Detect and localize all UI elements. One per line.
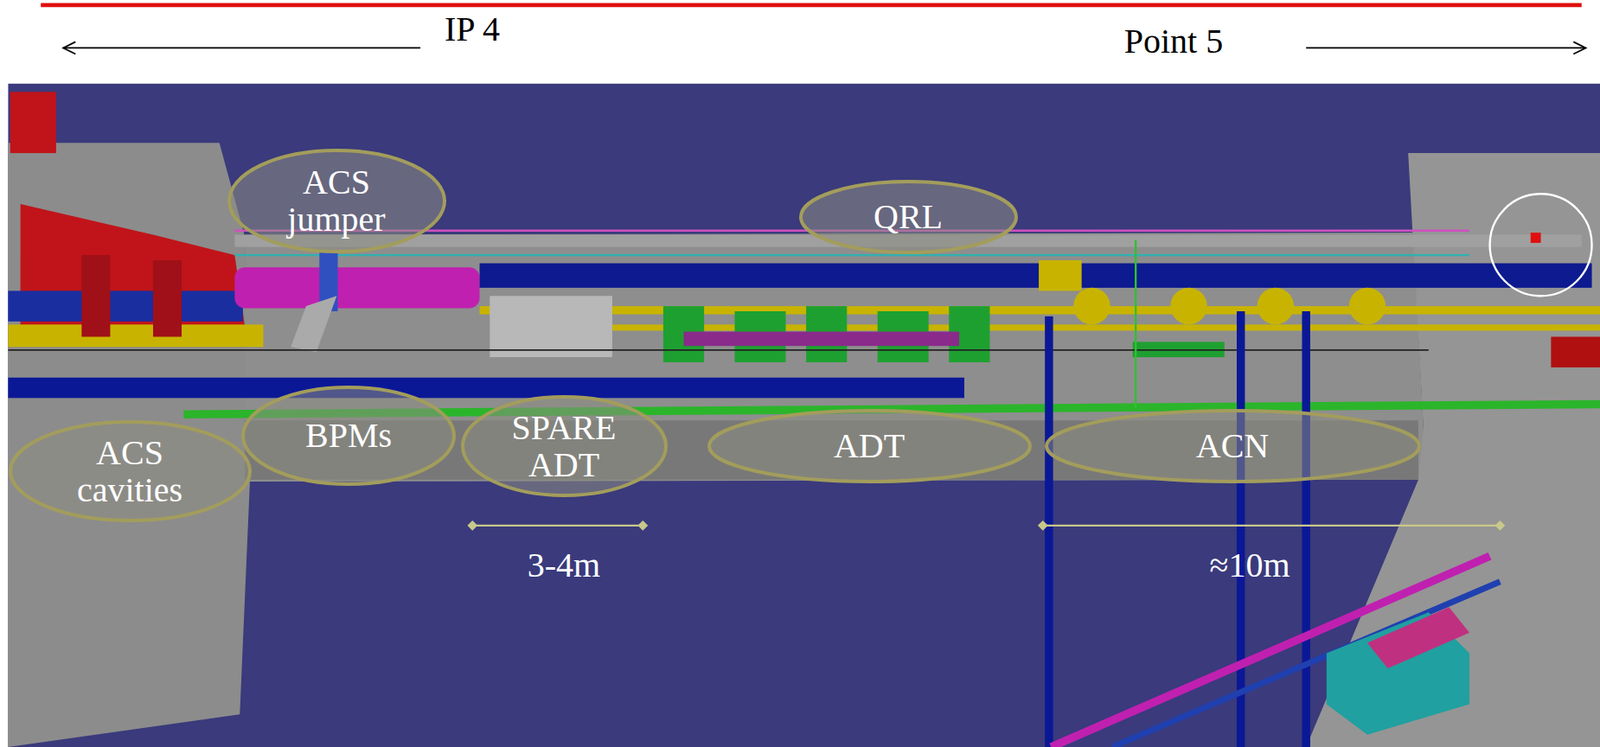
magenta-box <box>1367 607 1470 669</box>
cryostat-outline <box>1490 193 1593 296</box>
annotation-ellipse: BPMs <box>240 384 457 487</box>
ellipse-label: ACS jumper <box>275 163 397 238</box>
ellipse-label: SPARE ADT <box>499 409 629 484</box>
ellipse-shape <box>1046 410 1420 482</box>
yellow-flange <box>1349 288 1386 325</box>
arrowhead <box>1573 41 1586 54</box>
yellow-flange <box>1170 288 1207 325</box>
ellipse-label: ADT <box>833 427 905 465</box>
red-equipment <box>81 255 110 337</box>
vertical-pipe <box>1044 316 1053 747</box>
beamline <box>480 306 1600 314</box>
green-line <box>1134 239 1137 409</box>
location-label: Point 5 <box>1069 19 1278 64</box>
dimension-label: 3-4m <box>477 543 651 589</box>
ellipse-label: BPMs <box>305 416 392 455</box>
tunnel-background <box>7 83 1600 747</box>
annotation-ellipse: ACN <box>1043 408 1422 485</box>
yellow-cylinder <box>1038 260 1082 291</box>
blue-pipe <box>1112 582 1500 747</box>
ellipse-shape <box>800 181 1017 253</box>
jumper-pipe <box>290 295 337 352</box>
ellipse-shape <box>10 422 250 521</box>
vertical-pipe <box>1301 311 1310 747</box>
blue-pipe <box>7 377 965 399</box>
dimension-end <box>637 520 648 532</box>
vertical-pipe <box>1236 311 1245 747</box>
red-equipment <box>153 260 182 338</box>
ellipse-label: ACS cavities <box>51 434 208 509</box>
ellipse-shape <box>243 387 455 485</box>
ellipse-shape <box>462 396 666 496</box>
dimension-end <box>1037 520 1049 532</box>
red-equipment <box>1550 337 1600 368</box>
annotation-ellipse: ADT <box>706 408 1033 485</box>
annotation-ellipse: QRL <box>798 179 1019 256</box>
direction-arrow <box>63 47 421 50</box>
blue-pipe <box>7 290 243 321</box>
ellipse-shape <box>229 150 445 252</box>
ellipse-label: ACN <box>1196 427 1269 465</box>
teal-line <box>234 254 1470 256</box>
dimension-end <box>467 520 478 532</box>
location-label: IP 4 <box>441 6 503 52</box>
left-wall <box>7 142 250 747</box>
annotation-ellipse: ACS jumper <box>226 147 448 255</box>
ellipse-label: QRL <box>873 198 943 236</box>
arrowhead <box>63 41 76 54</box>
dimension-line <box>472 524 643 527</box>
red-equipment <box>10 91 57 154</box>
purple-bar <box>683 332 960 347</box>
annotation-ellipse: SPARE ADT <box>460 394 669 499</box>
annotation-ellipse: ACS cavities <box>7 419 253 524</box>
acs-pipe <box>234 267 480 308</box>
magenta-pipe <box>1050 556 1490 747</box>
thin-line <box>7 349 1428 352</box>
ellipse-shape <box>709 410 1031 482</box>
header-rule <box>40 3 1582 8</box>
yellow-line <box>7 324 263 347</box>
red-marker <box>1530 232 1542 244</box>
dimension-end <box>1494 520 1505 532</box>
dimension-line <box>1043 524 1501 527</box>
direction-arrow <box>1305 47 1586 50</box>
dimension-label: ≈10m <box>1163 543 1337 589</box>
yellow-flange <box>1257 288 1294 325</box>
yellow-flange <box>1073 288 1110 325</box>
spare-block <box>489 295 613 358</box>
cryo-line <box>480 263 1593 288</box>
